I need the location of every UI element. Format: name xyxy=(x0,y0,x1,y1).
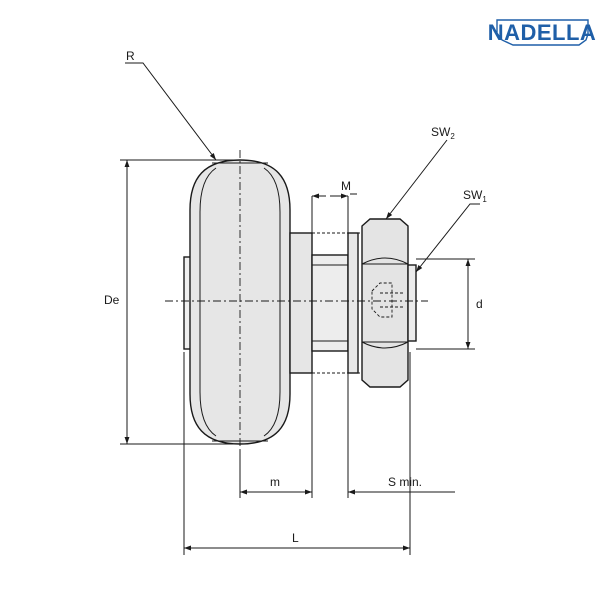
label-d: d xyxy=(476,297,483,311)
label-sw1: SW1 xyxy=(463,188,487,204)
label-de: De xyxy=(104,293,120,307)
logo-frame xyxy=(496,19,589,46)
leader-r xyxy=(125,62,217,161)
leader-sw2 xyxy=(385,139,448,220)
roller-band-right xyxy=(263,167,281,437)
label-sw2: SW2 xyxy=(431,125,455,141)
stud-assembly xyxy=(289,232,359,374)
nut-body xyxy=(361,218,409,388)
label-r: R xyxy=(126,49,135,63)
hex-socket xyxy=(371,282,393,318)
thread-end xyxy=(407,264,417,342)
hex-nut xyxy=(361,218,417,388)
label-m-upper: M xyxy=(341,179,351,193)
label-m-small: m xyxy=(270,475,280,489)
nut-face-arc-top xyxy=(361,257,409,265)
nadella-logo: NADELLA xyxy=(488,19,597,46)
roller-wheel xyxy=(183,159,291,445)
shoulder xyxy=(311,254,349,352)
logo-text: NADELLA xyxy=(488,20,597,45)
leader-sw1 xyxy=(415,203,480,273)
flange xyxy=(289,232,313,374)
washer xyxy=(347,232,359,374)
roller-band-left xyxy=(199,167,217,437)
label-s-min: S min. xyxy=(388,475,422,489)
nut-face-arc-bottom xyxy=(361,341,409,349)
label-l: L xyxy=(292,531,299,545)
